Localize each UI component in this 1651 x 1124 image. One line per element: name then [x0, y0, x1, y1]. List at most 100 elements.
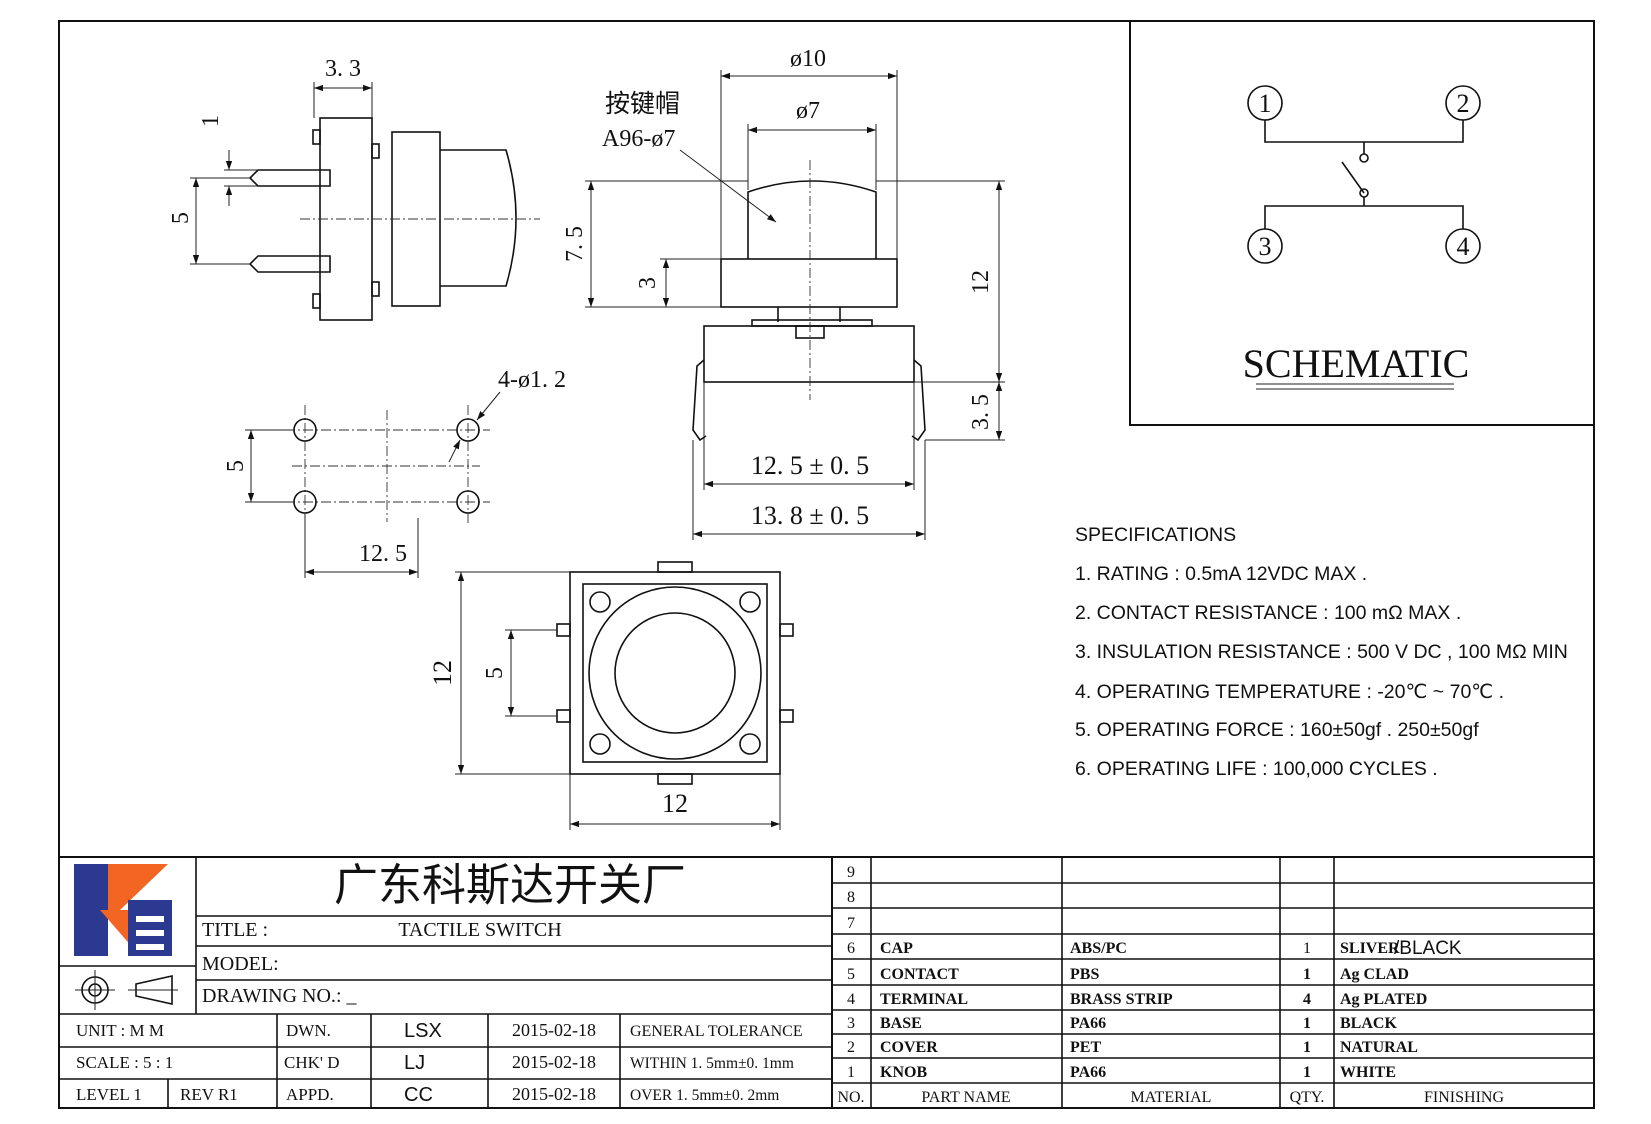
cap-name-cn: 按键帽	[605, 90, 680, 118]
bom-header-part: PART NAME	[921, 1089, 1010, 1106]
bom-no-6: 6	[847, 940, 855, 957]
title-label: TITLE :	[202, 919, 268, 941]
spec-heading: SPECIFICATIONS	[1075, 524, 1237, 546]
bom-finish-6: SLIVER	[1340, 940, 1400, 957]
bom-header-no: NO.	[837, 1089, 864, 1106]
dim-cap-height: 7. 5	[562, 226, 588, 262]
title-block	[59, 856, 1594, 1108]
appd-value: CC	[404, 1084, 433, 1106]
spec-item-1: 1. RATING : 0.5mA 12VDC MAX .	[1075, 563, 1368, 585]
projection-symbol	[75, 970, 178, 1010]
bom-header-finishing: FINISHING	[1424, 1089, 1504, 1106]
bom-qty-4: 4	[1303, 991, 1311, 1008]
dim-base-height: 3	[635, 277, 661, 289]
company-logo	[74, 864, 172, 956]
cap-code: A96-ø7	[602, 126, 675, 152]
spec-item-6: 6. OPERATING LIFE : 100,000 CYCLES .	[1075, 758, 1438, 780]
bom-finish-6b: /BLACK	[1394, 938, 1462, 959]
cap-callout: 按键帽 A96-ø7	[602, 90, 777, 223]
bom-part-2: COVER	[880, 1039, 938, 1056]
dim-hole-pitch-h: 12. 5	[359, 541, 407, 567]
dim-side-pitch: 5	[168, 212, 194, 224]
bom-material-5: PBS	[1070, 966, 1099, 983]
dim-pin-height: 3. 5	[968, 394, 994, 430]
bom-part-1: KNOB	[880, 1064, 927, 1081]
dim-overall-width: 13. 8 ± 0. 5	[751, 501, 869, 530]
bom-material-4: BRASS STRIP	[1070, 991, 1173, 1008]
bom-no-7: 7	[847, 915, 855, 932]
bom-part-4: TERMINAL	[880, 991, 968, 1008]
hole-pattern: 4-ø1. 2 5 12. 5	[223, 367, 566, 578]
bom-finish-5: Ag CLAD	[1340, 966, 1409, 983]
pin-3-label: 3	[1259, 232, 1272, 261]
rev-cell: REV R1	[180, 1085, 238, 1104]
spec-item-2: 2. CONTACT RESISTANCE : 100 mΩ MAX .	[1075, 602, 1462, 624]
dwn-date: 2015-02-18	[512, 1020, 596, 1040]
schematic-box: 1 2 3 4 SCHEMATIC	[1129, 20, 1595, 426]
general-tolerance: GENERAL TOLERANCE	[630, 1023, 803, 1040]
bom-no-4: 4	[847, 991, 855, 1008]
appd-date: 2015-02-18	[512, 1084, 596, 1104]
bom-no-9: 9	[847, 864, 855, 881]
sheet-border	[58, 20, 1595, 1109]
bom-finish-4: Ag PLATED	[1340, 991, 1427, 1008]
pin-1-label: 1	[1259, 89, 1272, 118]
bom-part-6: CAP	[880, 940, 913, 957]
dim-pin-thickness: 1	[198, 115, 224, 127]
bom-qty-3: 1	[1303, 1015, 1311, 1032]
bom-no-8: 8	[847, 889, 855, 906]
top-view: 12 5 12	[428, 561, 794, 830]
unit-cell: UNIT : M M	[76, 1021, 164, 1040]
dwn-label: DWN.	[286, 1021, 331, 1040]
dim-cap-outer: ø10	[790, 46, 826, 72]
dim-side-width: 3. 3	[325, 56, 361, 82]
bom-no-2: 2	[847, 1039, 855, 1056]
level-cell: LEVEL 1	[76, 1085, 142, 1104]
bom-part-5: CONTACT	[880, 966, 959, 983]
appd-label: APPD.	[286, 1085, 334, 1104]
dim-top-pitch: 5	[482, 667, 508, 679]
chkd-value: LJ	[404, 1052, 425, 1074]
bom-qty-6: 1	[1303, 940, 1311, 957]
model-label: MODEL:	[202, 953, 279, 975]
chkd-date: 2015-02-18	[512, 1052, 596, 1072]
bom-no-1: 1	[847, 1064, 855, 1081]
dim-holes: 4-ø1. 2	[498, 367, 566, 393]
spec-item-5: 5. OPERATING FORCE : 160±50gf . 250±50gf	[1075, 719, 1479, 741]
dim-cap-inner: ø7	[796, 98, 820, 124]
drawing-no-label: DRAWING NO.	[202, 985, 336, 1007]
bom-finish-3: BLACK	[1340, 1015, 1397, 1032]
bom-material-2: PET	[1070, 1039, 1101, 1056]
scale-cell: SCALE : 5 : 1	[76, 1053, 173, 1072]
bom-header-qty: QTY.	[1290, 1089, 1325, 1106]
bom-finish-2: NATURAL	[1340, 1039, 1418, 1056]
title-value: TACTILE SWITCH	[398, 919, 561, 941]
bom-material-6: ABS/PC	[1070, 940, 1127, 957]
dwn-value: LSX	[404, 1020, 442, 1042]
tolerance-within: WITHIN 1. 5mm±0. 1mm	[630, 1055, 794, 1072]
schematic-title: SCHEMATIC	[1243, 341, 1470, 386]
chkd-label: CHK' D	[284, 1053, 339, 1072]
pin-4-label: 4	[1457, 232, 1470, 261]
spec-item-3: 3. INSULATION RESISTANCE : 500 V DC , 10…	[1075, 641, 1568, 663]
dim-body-width: 12. 5 ± 0. 5	[751, 451, 869, 480]
bom-header-material: MATERIAL	[1131, 1089, 1212, 1106]
spec-item-4: 4. OPERATING TEMPERATURE : -20℃ ~ 70℃ .	[1075, 681, 1505, 703]
dim-top-width: 12	[662, 789, 688, 818]
bom-qty-1: 1	[1303, 1064, 1311, 1081]
company-name: 广东科斯达开关厂	[334, 861, 686, 910]
bom-finish-1: WHITE	[1340, 1064, 1396, 1081]
bom-table: 9 8 7 6 CAP ABS/PC 1 SLIVER /BLACK 5 CON…	[837, 864, 1504, 1106]
tolerance-over: OVER 1. 5mm±0. 2mm	[630, 1087, 779, 1104]
bom-qty-2: 1	[1303, 1039, 1311, 1056]
front-view: ø10 ø7 7. 5 3 12 3. 5 12. 5 ± 0. 5 13. 8…	[562, 46, 1005, 540]
drawing-no-value: : _	[336, 985, 358, 1007]
dim-hole-pitch-v: 5	[223, 460, 249, 472]
bom-no-5: 5	[847, 966, 855, 983]
bom-no-3: 3	[847, 1015, 855, 1032]
pin-2-label: 2	[1457, 89, 1470, 118]
side-view: 3. 3 1 5	[168, 56, 540, 321]
dim-top-height: 12	[428, 660, 457, 686]
dim-total-height: 12	[968, 270, 994, 294]
